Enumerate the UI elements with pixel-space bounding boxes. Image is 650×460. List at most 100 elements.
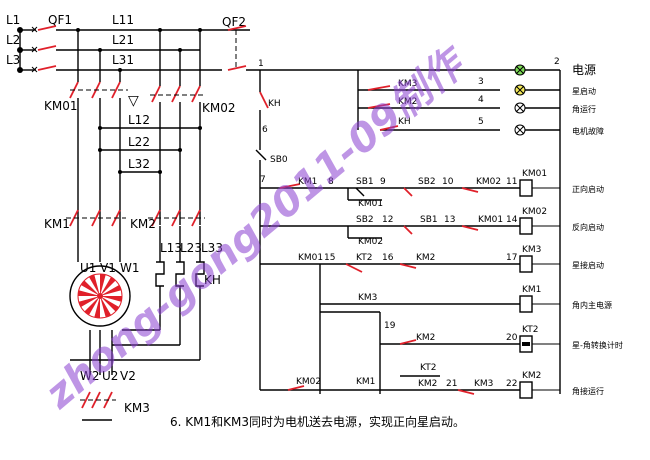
- bus-label-l23: L23: [180, 241, 202, 255]
- node-17: 17: [506, 253, 517, 263]
- overload-symbol: ▽: [128, 93, 139, 109]
- coil-km2: [519, 381, 560, 399]
- motor-fan-blade: [89, 274, 100, 296]
- coil-label-km01: KM01: [522, 169, 547, 179]
- bus-label-l12: L12: [128, 113, 150, 127]
- qf1-breaker: [20, 25, 78, 73]
- node-21: 21: [446, 379, 457, 389]
- node-3: 3: [478, 77, 484, 87]
- km01-star-label: KM01: [298, 253, 323, 263]
- lamp-star-icon: [514, 84, 526, 96]
- label-delta-run: 角运行: [572, 104, 596, 114]
- km2-delta-label: KM2: [418, 379, 437, 389]
- km3-indicator-label: KM3: [398, 79, 417, 89]
- node-4: 4: [478, 95, 484, 105]
- node-8: 8: [328, 177, 334, 187]
- node-7: 7: [260, 175, 266, 185]
- label-delta-main-power: 角内主电源: [572, 300, 612, 310]
- km2-indicator-label: KM2: [398, 97, 417, 107]
- coil-km01: [519, 179, 560, 197]
- kt2-no-label: KT2: [420, 363, 436, 373]
- control-circuit: QF2 1 2 电源 KH 6 SB0 7 KM3 KM2 KH 3 4 5: [182, 15, 623, 399]
- km02-selfhold-label: KM02: [358, 237, 383, 247]
- sb0-label: SB0: [270, 155, 288, 165]
- km1-delta-label: KM1: [356, 377, 375, 387]
- km3-label: KM3: [124, 401, 150, 415]
- km02-delta-label: KM02: [296, 377, 321, 387]
- qf2-label: QF2: [222, 15, 246, 29]
- km3-row-label: KM3: [358, 293, 377, 303]
- motor-fan-icon: [78, 274, 122, 318]
- sb2-fwd-label: SB2: [418, 177, 436, 187]
- motor-fan-blade: [84, 296, 100, 316]
- lamp-fault-icon: [514, 124, 526, 136]
- km2-label: KM2: [130, 217, 156, 231]
- motor-fan-blade: [78, 296, 100, 307]
- qf1-label: QF1: [48, 13, 72, 27]
- terminal-w1: W1: [120, 261, 140, 275]
- label-reverse-start: 反向启动: [572, 222, 604, 232]
- coil-label-km3: KM3: [522, 245, 541, 255]
- bus-label-l21: L21: [112, 33, 134, 47]
- node-19: 19: [384, 321, 396, 331]
- node-10: 10: [442, 177, 454, 187]
- main-power-circuit: L1 L2 L3 QF1 L11 L21 L31 KM: [6, 13, 236, 421]
- km1-label: KM1: [44, 217, 70, 231]
- node-6: 6: [262, 125, 268, 135]
- node-13: 13: [444, 215, 455, 225]
- km2-main-contacts: [148, 209, 205, 227]
- coil-label-km02: KM02: [522, 207, 547, 217]
- km3-delta-interlock-label: KM3: [474, 379, 493, 389]
- motor-fan-blade: [100, 285, 122, 296]
- coil-km3: [519, 255, 560, 273]
- motor-fan-blade: [100, 296, 111, 318]
- km2-timer-label: KM2: [416, 333, 435, 343]
- coil-kt2: [519, 335, 560, 353]
- node-11: 11: [506, 177, 517, 187]
- motor-fan-blade: [100, 296, 120, 312]
- terminal-w2: W2: [80, 369, 100, 383]
- node-15: 15: [324, 253, 335, 263]
- coil-km02: [519, 217, 560, 235]
- caption: 6. KM1和KM3同时为电机送去电源，实现正向星启动。: [170, 414, 465, 429]
- node-22: 22: [506, 379, 517, 389]
- bus-label-l22: L22: [128, 135, 150, 149]
- kh-indicator-label: KH: [398, 117, 411, 127]
- terminal-u2: U2: [102, 369, 118, 383]
- coil-label-kt2: KT2: [522, 325, 538, 335]
- line-label-l1: L1: [6, 13, 20, 27]
- label-motor-fault: 电机故障: [572, 126, 604, 136]
- bus-label-l11: L11: [112, 13, 134, 27]
- terminal-v1: V1: [100, 261, 116, 275]
- motor-fan-blade: [78, 290, 100, 296]
- motor-fan-blade: [100, 276, 116, 296]
- bus-label-l33: L33: [201, 241, 223, 255]
- bus-label-l31: L31: [112, 53, 134, 67]
- km01-selfhold-label: KM01: [358, 199, 383, 209]
- motor-fan-blade: [94, 296, 100, 318]
- km02-main-contacts: [150, 30, 205, 225]
- bus-label-l13: L13: [160, 241, 182, 255]
- line-label-l3: L3: [6, 53, 20, 67]
- lamp-power-icon: [514, 64, 526, 76]
- kt2-nc-label: KT2: [356, 253, 372, 263]
- km1-main-contacts: [66, 209, 126, 227]
- node-9: 9: [380, 177, 386, 187]
- watermark: zhong-gong2011-09制作: [36, 37, 478, 418]
- coil-label-km2: KM2: [522, 371, 541, 381]
- node-12: 12: [382, 215, 393, 225]
- node-2: 2: [554, 57, 560, 67]
- terminal-v2: V2: [120, 369, 136, 383]
- sb1-rev-label: SB1: [420, 215, 438, 225]
- motor-fan-blade: [100, 274, 106, 296]
- label-star-connect-start: 星接启动: [572, 260, 604, 270]
- coil-label-km1: KM1: [522, 285, 541, 295]
- km01-main-contacts: [69, 30, 128, 240]
- label-forward-start: 正向启动: [572, 184, 604, 194]
- line-label-l2: L2: [6, 33, 20, 47]
- kh-contact-label: KH: [268, 99, 281, 109]
- km02-interlock-label: KM02: [476, 177, 501, 187]
- motor-fan-blade: [80, 280, 100, 296]
- km3-star-contacts: [80, 391, 116, 421]
- label-power: 电源: [572, 63, 596, 77]
